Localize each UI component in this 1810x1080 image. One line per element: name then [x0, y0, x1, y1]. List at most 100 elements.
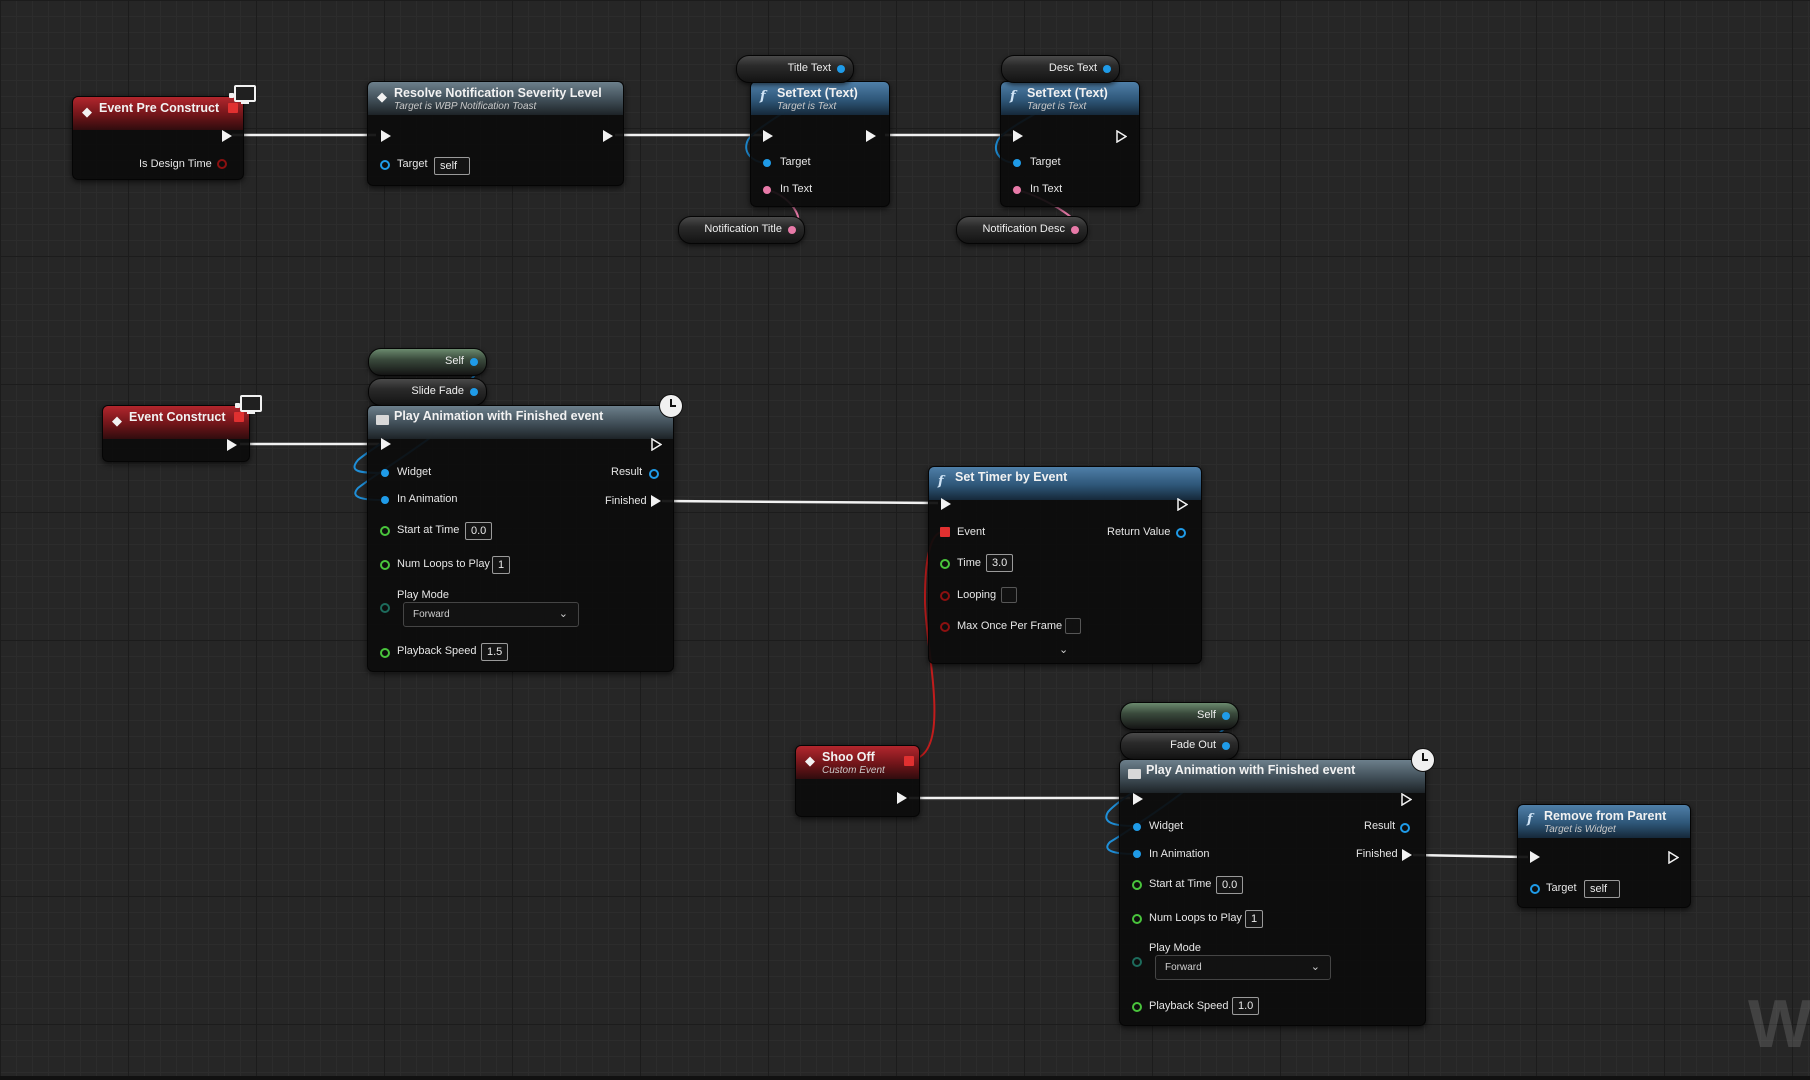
enum-in-pin[interactable] [1132, 957, 1142, 967]
function-icon: f [938, 474, 944, 489]
text-out-pin[interactable] [788, 226, 796, 234]
object-in-pin[interactable] [380, 160, 390, 170]
object-in-pin[interactable] [1133, 823, 1141, 831]
node-title: Remove from Parent [1544, 809, 1667, 823]
shoo-off-node[interactable]: ◆ Shoo Off Custom Event [795, 745, 920, 817]
text-out-pin[interactable] [1071, 226, 1079, 234]
time-field[interactable]: 3.0 [986, 554, 1014, 572]
exec-out-pin[interactable] [222, 130, 232, 142]
remove-from-parent-node[interactable]: f Remove from Parent Target is Widget Ta… [1517, 804, 1691, 908]
event-construct-node[interactable]: ◆ Event Construct [102, 405, 250, 462]
node-title: Shoo Off [822, 750, 875, 764]
enum-in-pin[interactable] [380, 603, 390, 613]
exec-in-pin[interactable] [381, 130, 391, 142]
object-in-pin[interactable] [381, 496, 389, 504]
bool-in-pin[interactable] [940, 591, 950, 601]
start-at-time-field[interactable]: 0.0 [465, 522, 493, 540]
finished-exec-pin[interactable] [651, 495, 661, 507]
delegate-in-pin[interactable] [940, 527, 950, 537]
float-in-pin[interactable] [380, 526, 390, 536]
delegate-pin[interactable] [228, 103, 238, 113]
target-label: Target [780, 156, 811, 168]
object-in-pin[interactable] [763, 159, 771, 167]
float-in-pin[interactable] [380, 648, 390, 658]
object-in-pin[interactable] [1133, 850, 1141, 858]
exec-in-pin[interactable] [941, 498, 951, 510]
exec-out-pin[interactable] [227, 439, 237, 451]
int-in-pin[interactable] [1132, 914, 1142, 924]
bool-in-pin[interactable] [940, 622, 950, 632]
looping-checkbox[interactable] [1001, 587, 1017, 603]
play-mode-dropdown[interactable]: Forward ⌄ [1155, 955, 1331, 980]
set-text-title-node[interactable]: f SetText (Text) Target is Text Target I… [750, 81, 890, 207]
exec-out-pin[interactable] [603, 130, 613, 142]
result-label: Result [611, 466, 643, 478]
num-loops-field[interactable]: 1 [492, 556, 511, 574]
exec-out-pin[interactable] [897, 792, 907, 804]
object-in-pin[interactable] [1013, 159, 1021, 167]
exec-in-pin[interactable] [763, 130, 773, 142]
play-animation-node-1[interactable]: Play Animation with Finished event Widge… [367, 405, 674, 672]
expand-arrow-icon[interactable]: ⌄ [1059, 644, 1069, 656]
desc-text-variable[interactable]: Desc Text [1001, 55, 1120, 83]
exec-out-pin[interactable] [1401, 793, 1412, 806]
object-out-pin[interactable] [470, 358, 478, 366]
float-in-pin[interactable] [1132, 880, 1142, 890]
event-diamond-icon: ◆ [112, 413, 122, 428]
play-animation-node-2[interactable]: Play Animation with Finished event Widge… [1119, 759, 1426, 1026]
set-text-desc-node[interactable]: f SetText (Text) Target is Text Target I… [1000, 81, 1140, 207]
bool-out-pin[interactable] [217, 159, 227, 169]
event-pre-construct-node[interactable]: ◆ Event Pre Construct Is Design Time [72, 96, 244, 180]
object-in-pin[interactable] [381, 469, 389, 477]
exec-out-pin[interactable] [866, 130, 876, 142]
target-value-field[interactable]: self [434, 157, 470, 175]
exec-in-pin[interactable] [1133, 793, 1143, 805]
object-out-pin[interactable] [1103, 65, 1111, 73]
float-in-pin[interactable] [1132, 1002, 1142, 1012]
int-in-pin[interactable] [380, 560, 390, 570]
notification-desc-variable[interactable]: Notification Desc [956, 216, 1088, 244]
target-value-field[interactable]: self [1584, 880, 1620, 898]
set-timer-node[interactable]: f Set Timer by Event Event Return Value … [928, 466, 1202, 664]
exec-out-pin[interactable] [1668, 851, 1679, 864]
exec-in-pin[interactable] [381, 438, 391, 450]
in-text-label: In Text [1030, 183, 1063, 195]
exec-out-pin[interactable] [1177, 498, 1188, 511]
object-out-pin[interactable] [1176, 528, 1186, 538]
exec-in-pin[interactable] [1013, 130, 1023, 142]
node-title: Play Animation with Finished event [394, 409, 604, 423]
finished-exec-pin[interactable] [1402, 849, 1412, 861]
exec-out-pin[interactable] [1116, 130, 1127, 143]
text-in-pin[interactable] [763, 186, 771, 194]
fade-out-variable[interactable]: Fade Out [1120, 732, 1239, 760]
delegate-pin[interactable] [234, 412, 244, 422]
delegate-out-pin[interactable] [904, 756, 914, 766]
variable-label: Title Text [787, 62, 831, 74]
play-mode-dropdown[interactable]: Forward ⌄ [403, 602, 579, 627]
object-out-pin[interactable] [837, 65, 845, 73]
title-text-variable[interactable]: Title Text [736, 55, 854, 83]
self-variable[interactable]: Self [1120, 702, 1239, 730]
playback-speed-field[interactable]: 1.5 [481, 643, 509, 661]
resolve-severity-node[interactable]: ◆ Resolve Notification Severity Level Ta… [367, 81, 624, 186]
float-in-pin[interactable] [940, 559, 950, 569]
object-out-pin[interactable] [470, 388, 478, 396]
event-label: Event [957, 526, 986, 538]
start-at-time-field[interactable]: 0.0 [1216, 876, 1244, 894]
object-out-pin[interactable] [1222, 712, 1230, 720]
object-out-pin[interactable] [649, 469, 659, 479]
exec-out-pin[interactable] [651, 438, 662, 451]
exec-in-pin[interactable] [1530, 851, 1540, 863]
num-loops-field[interactable]: 1 [1245, 910, 1264, 928]
slide-fade-variable[interactable]: Slide Fade [368, 378, 487, 406]
text-in-pin[interactable] [1013, 186, 1021, 194]
object-in-pin[interactable] [1530, 884, 1540, 894]
object-out-pin[interactable] [1400, 823, 1410, 833]
playback-speed-field[interactable]: 1.0 [1232, 997, 1260, 1015]
notification-title-variable[interactable]: Notification Title [678, 216, 805, 244]
self-variable[interactable]: Self [368, 348, 487, 376]
return-value-label: Return Value [1107, 526, 1171, 538]
object-out-pin[interactable] [1222, 742, 1230, 750]
max-once-checkbox[interactable] [1065, 618, 1081, 634]
